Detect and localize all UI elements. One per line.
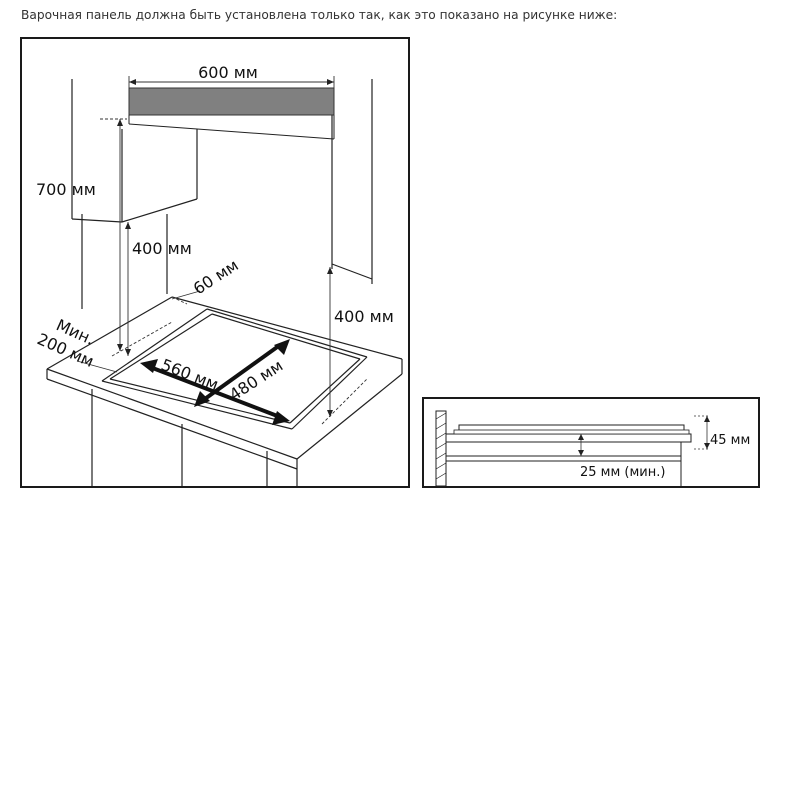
dim-60-label: 60 мм <box>190 255 242 298</box>
cross-section-drawing: 45 мм 25 мм (мин.) <box>435 410 750 486</box>
instruction-caption: Варочная панель должна быть установлена … <box>21 8 618 22</box>
hood-shape <box>128 87 335 116</box>
dim-600-label: 600 мм <box>198 63 258 82</box>
dim-700-label: 700 мм <box>36 180 96 199</box>
dim-45-label: 45 мм <box>710 433 750 448</box>
dim-25-label: 25 мм (мин.) <box>580 465 665 480</box>
installation-drawing: 600 мм 700 мм 400 мм 60 мм Мин. 200 мм 5… <box>34 63 403 486</box>
installation-diagram-panel: 600 мм 700 мм 400 мм 60 мм Мин. 200 мм 5… <box>20 37 410 488</box>
dim-400-left-label: 400 мм <box>132 239 192 258</box>
dim-400-right-label: 400 мм <box>334 307 394 326</box>
cross-section-panel: 45 мм 25 мм (мин.) <box>422 397 760 488</box>
dim-560-label: 560 мм <box>159 355 222 394</box>
